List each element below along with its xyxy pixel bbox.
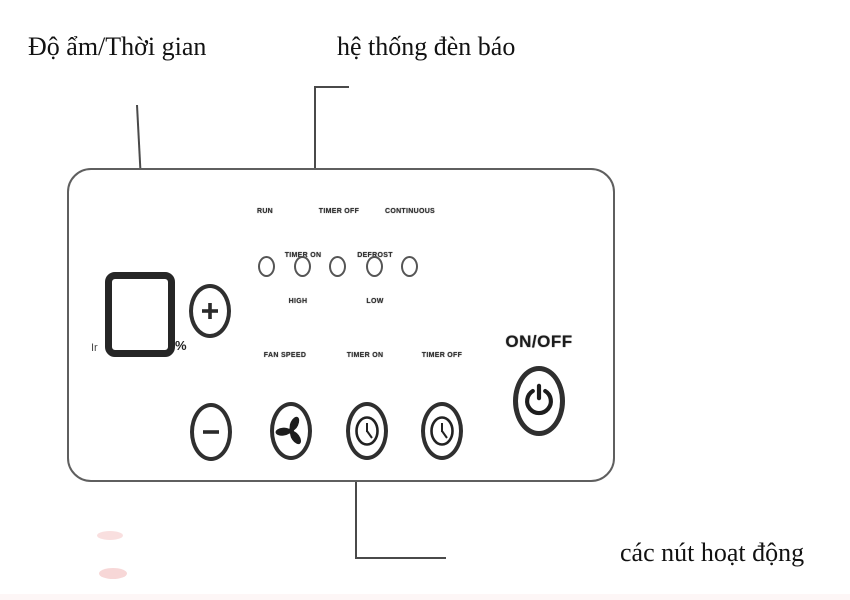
label-timer-off-button: TIMER OFF <box>421 352 463 359</box>
callout-operation-buttons: các nút hoạt động <box>620 538 805 567</box>
label-timer-off-indicator: TIMER OFF <box>318 208 360 215</box>
control-panel: RUN TIMER OFF CONTINUOUS TIMER ON DEFROS… <box>67 168 615 482</box>
scan-artifact <box>0 594 850 600</box>
power-icon <box>525 383 553 416</box>
fan-speed-button[interactable] <box>270 402 312 460</box>
label-fan-speed: FAN SPEED <box>263 352 307 359</box>
indicator-light-continuous <box>401 256 418 277</box>
clock-icon <box>430 416 454 446</box>
humidity-time-display <box>105 272 175 357</box>
minus-button[interactable] <box>190 403 232 461</box>
display-unit-right: % <box>175 338 187 353</box>
indicator-light-timer-on <box>294 256 311 277</box>
callout-indicator-system: hệ thống đèn báo <box>337 32 516 61</box>
scan-artifact <box>99 568 127 579</box>
timer-off-button[interactable] <box>421 402 463 460</box>
label-run: RUN <box>256 208 274 215</box>
timer-on-button[interactable] <box>346 402 388 460</box>
indicator-light-timer-off <box>329 256 346 277</box>
indicator-light-defrost <box>366 256 383 277</box>
indicator-light-run <box>258 256 275 277</box>
label-defrost: DEFROST <box>357 252 393 259</box>
plus-icon <box>202 303 218 319</box>
plus-button[interactable] <box>189 284 231 338</box>
fan-icon <box>275 416 301 445</box>
label-timer-on-indicator: TIMER ON <box>284 252 322 259</box>
power-button[interactable] <box>513 366 565 436</box>
callout-line-indicator-system <box>314 86 349 180</box>
label-high: HIGH <box>288 298 308 305</box>
label-on-off: ON/OFF <box>505 332 573 351</box>
callout-humidity-time: Độ ẩm/Thời gian <box>28 32 207 61</box>
label-timer-on-button: TIMER ON <box>346 352 384 359</box>
label-low: LOW <box>366 298 384 305</box>
display-unit-left: Ir <box>91 342 98 354</box>
label-continuous: CONTINUOUS <box>384 208 436 215</box>
minus-icon <box>203 430 219 434</box>
scan-artifact <box>97 531 123 540</box>
clock-icon <box>355 416 379 446</box>
